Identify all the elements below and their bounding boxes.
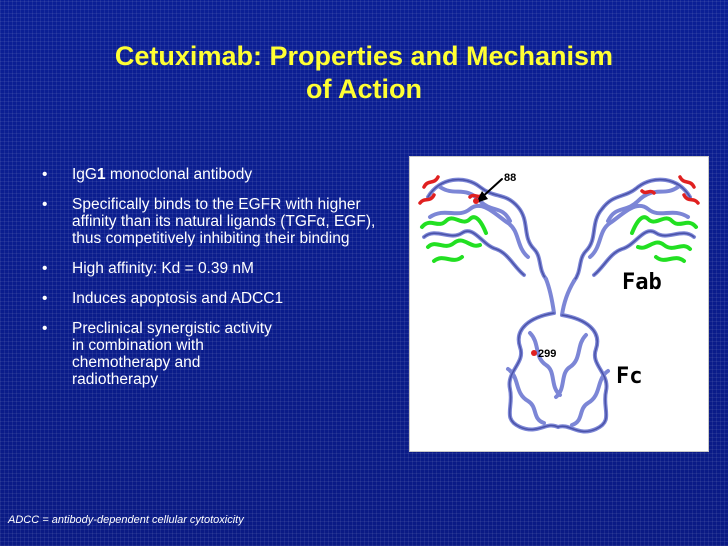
antibody-structure-figure: 88 299 Fab Fc [409, 156, 709, 452]
slide-title: Cetuximab: Properties and Mechanism of A… [40, 40, 688, 106]
residue-299-label: 299 [538, 348, 556, 360]
residue-88-label: 88 [504, 172, 516, 184]
title-line-1: Cetuximab: Properties and Mechanism [114, 41, 614, 71]
right-fab-backbone-dark [573, 178, 695, 282]
bullet-dot: • [42, 290, 48, 307]
bullet-item: • IgG1 monoclonal antibody [38, 166, 388, 183]
bullet-line: Preclinical synergistic activity [72, 320, 272, 337]
fc-backbone-dark [508, 312, 608, 433]
bullet-dot: • [42, 260, 48, 277]
residue-88-arrowhead [476, 191, 488, 203]
bullet-text-prefix: IgG [72, 166, 97, 183]
footnote: ADCC = antibody-dependent cellular cytot… [8, 514, 244, 526]
residue-299-marker [531, 350, 537, 356]
bullet-item: • Induces apoptosis and ADCC1 [38, 290, 388, 307]
residue-88-marker [473, 198, 479, 204]
bullet-dot: • [42, 320, 48, 337]
hinge-backbone [544, 277, 576, 317]
bullet-line: radiotherapy [72, 371, 159, 388]
bullet-text: Specifically binds to the EGFR with high… [72, 196, 376, 247]
bullet-text: Induces apoptosis and ADCC1 [72, 290, 284, 307]
bullet-item: • High affinity: Kd = 0.39 nM [38, 260, 388, 277]
bullet-line: in combination with [72, 337, 204, 354]
left-fab-backbone-dark [423, 178, 547, 280]
fab-label: Fab [622, 270, 662, 295]
bullet-dot: • [42, 166, 48, 183]
left-fab-cdr-green [420, 215, 488, 263]
bullet-text: High affinity: Kd = 0.39 nM [72, 260, 254, 277]
bullet-item: • Specifically binds to the EGFR with hi… [38, 196, 388, 247]
antibody-ribbon-diagram: 88 299 Fab Fc [418, 172, 700, 434]
title-line-2: of Action [306, 74, 422, 104]
bullet-list: • IgG1 monoclonal antibody • Specificall… [38, 166, 388, 401]
bullet-text-bold: 1 [96, 166, 106, 183]
bullet-item: • Preclinical synergistic activity in co… [38, 320, 388, 388]
fc-label: Fc [616, 364, 643, 389]
right-fab-cdr-green [630, 215, 698, 263]
bullet-line: chemotherapy and [72, 354, 201, 371]
bullet-text-suffix: monoclonal antibody [105, 166, 253, 183]
right-fab-cdr-red [640, 175, 700, 205]
bullet-dot: • [42, 196, 48, 213]
